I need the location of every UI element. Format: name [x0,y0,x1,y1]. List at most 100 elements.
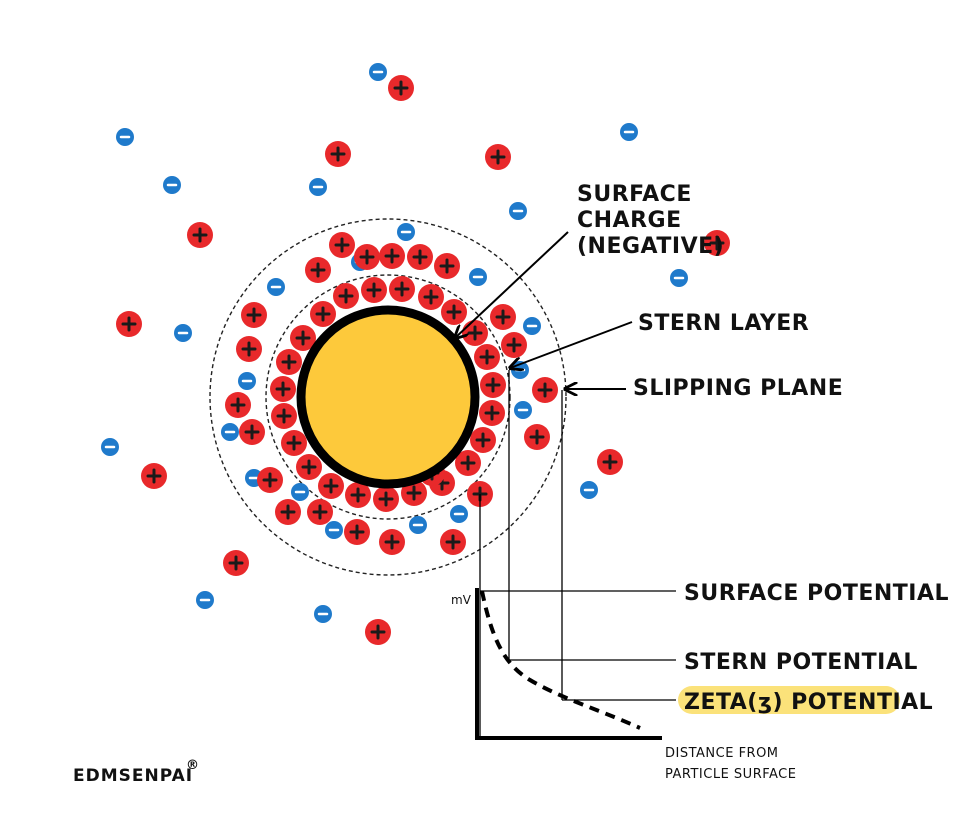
anion-ion [116,128,134,146]
cation-ion [236,336,262,362]
plus-sign-icon [146,468,162,484]
y-axis-unit: mV [451,593,472,607]
anion-ion [670,269,688,287]
plus-sign-icon [338,288,354,304]
plus-sign-icon [378,491,394,507]
anion-ion [523,317,541,335]
cation-ion [389,276,415,302]
cation-ion [241,302,267,328]
cation-ion [187,222,213,248]
anion-ion [450,505,468,523]
cation-ion [354,244,380,270]
cation-ion [307,499,333,525]
anion-ion [620,123,638,141]
anion-ion [469,268,487,286]
anion-ion [397,223,415,241]
plus-sign-icon [384,248,400,264]
anion-ion [509,202,527,220]
plus-sign-icon [323,478,339,494]
cation-ion [479,400,505,426]
cation-ion [276,349,302,375]
surface-potential-label: SURFACE POTENTIAL [684,581,949,606]
plus-sign-icon [262,472,278,488]
cation-ion [333,283,359,309]
plus-sign-icon [246,307,262,323]
plus-sign-icon [334,237,350,253]
zeta-highlight [678,686,900,714]
potential-decay-curve [480,590,641,730]
cation-ion [281,430,307,456]
x-axis-label-line-1: DISTANCE FROM [665,746,779,761]
cation-ion [440,529,466,555]
cation-ion [239,419,265,445]
cation-ion [490,304,516,330]
plus-sign-icon [490,149,506,165]
anion-ion [369,63,387,81]
cation-ion [379,529,405,555]
slipping-plane-label: SLIPPING PLANE [633,376,843,401]
plus-sign-icon [446,304,462,320]
plus-sign-icon [244,424,260,440]
cation-ion [325,141,351,167]
cation-ion [329,232,355,258]
watermark-registered-mark: ® [186,758,199,773]
stern-layer-label: STERN LAYER [638,311,809,336]
plus-sign-icon [281,354,297,370]
plus-sign-icon [366,282,382,298]
anion-ion [196,591,214,609]
plus-sign-icon [359,249,375,265]
cation-ion [116,311,142,337]
plus-sign-icon [495,309,511,325]
cation-ion [305,257,331,283]
anion-ion [309,178,327,196]
anion-ion [325,521,343,539]
plus-sign-icon [529,429,545,445]
anion-ion [101,438,119,456]
cation-ion [485,144,511,170]
plus-sign-icon [709,235,725,251]
plus-sign-icon [484,405,500,421]
cation-ion [480,372,506,398]
plus-sign-icon [241,341,257,357]
cation-ion [597,449,623,475]
cation-ion [310,301,336,327]
plus-sign-icon [445,534,461,550]
cation-ion [407,244,433,270]
plus-sign-icon [412,249,428,265]
cation-ion [501,332,527,358]
cation-ion [455,450,481,476]
cation-ion [271,403,297,429]
cation-ion [388,75,414,101]
plus-sign-icon [423,289,439,305]
cation-ion [704,230,730,256]
particle-core [296,305,480,489]
plus-sign-icon [467,325,483,341]
anion-ion [514,401,532,419]
plus-sign-icon [406,485,422,501]
cation-ion [379,243,405,269]
stern-layer-boundary [265,274,511,520]
cation-ion [524,424,550,450]
plus-sign-icon [537,382,553,398]
surface-charge-label-line-2: CHARGE [577,208,682,233]
ions-group [101,63,730,645]
cation-ion [401,480,427,506]
surface-charge-label-line-1: SURFACE [577,182,692,207]
x-axis-label-line-2: PARTICLE SURFACE [665,767,796,782]
cation-ion [361,277,387,303]
plus-sign-icon [485,377,501,393]
plus-sign-icon [384,534,400,550]
anion-ion [221,423,239,441]
cation-ion [296,454,322,480]
cation-ion [290,325,316,351]
plus-sign-icon [192,227,208,243]
plus-sign-icon [350,487,366,503]
cation-ion [257,467,283,493]
plus-sign-icon [286,435,302,451]
cation-ion [345,482,371,508]
stern-layer-arrow [510,321,633,368]
zeta-potential-label: ZETA(ʒ) POTENTIAL [684,690,933,715]
plus-sign-icon [230,397,246,413]
plus-sign-icon [602,454,618,470]
